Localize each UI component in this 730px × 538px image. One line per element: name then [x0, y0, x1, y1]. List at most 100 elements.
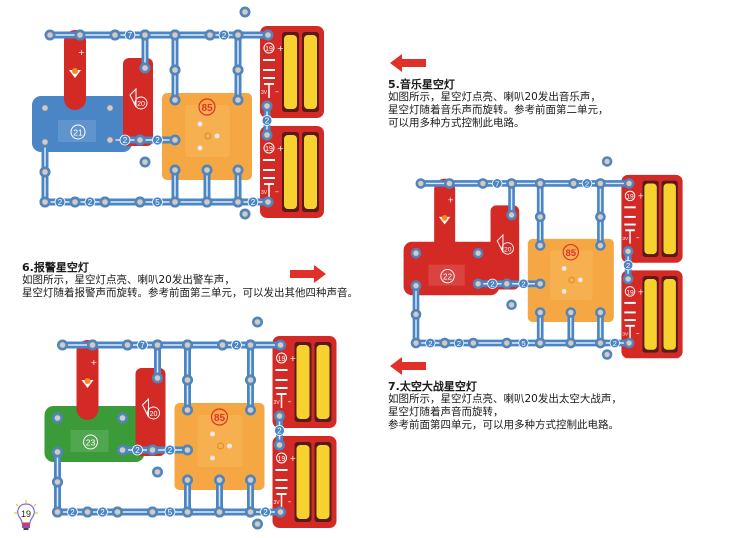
wire-label-badge — [260, 506, 271, 518]
wire-label-badge — [84, 196, 96, 208]
battery-label: 19 — [265, 146, 273, 153]
battery-cell — [296, 445, 310, 519]
battery-cell — [663, 279, 676, 350]
plus-sign: + — [290, 354, 297, 363]
wire-label: 2 — [626, 261, 630, 270]
wire-label: 2 — [490, 280, 494, 289]
battery-cell — [284, 35, 297, 109]
plus-sign: + — [277, 144, 284, 153]
wire-label: 7 — [495, 179, 499, 188]
minus-sign: – — [636, 328, 640, 337]
speaker-label: 20 — [137, 101, 145, 108]
wire-label-badge — [247, 196, 259, 208]
battery-cell — [316, 345, 330, 419]
wire-label-badge — [274, 425, 285, 436]
motor-hole — [561, 266, 567, 271]
wire-label-badge — [164, 444, 176, 456]
wire-label-badge — [518, 278, 529, 289]
wire-label: 7 — [140, 341, 145, 350]
wire-label: 2 — [277, 427, 282, 436]
speaker-part — [135, 368, 166, 456]
wire-label-badge — [152, 134, 163, 146]
minus-sign: – — [288, 397, 292, 406]
wire-label-badge — [97, 506, 108, 518]
section-5-title: 5.音乐星空灯 — [388, 78, 455, 91]
wire-label: 2 — [585, 179, 589, 188]
battery-cell — [304, 35, 317, 109]
speaker-label: 20 — [150, 411, 158, 418]
wire-label: 2 — [70, 508, 75, 517]
speaker-icon — [129, 87, 137, 108]
wire-label-badge — [137, 339, 148, 351]
battery-cell — [316, 445, 330, 519]
battery-label: 19 — [626, 194, 634, 201]
section-7-title: 7.太空大战星空灯 — [388, 380, 477, 393]
wire-label-badge — [67, 506, 78, 518]
voltage-label: 3V — [274, 500, 281, 506]
section-6-line-1: 如图所示，星空灯点亮、喇叭20发出警车声， — [22, 274, 235, 286]
wire-label: 2 — [265, 117, 270, 126]
section-5-text: 5.音乐星空灯 如图所示，星空灯点亮、喇叭20发出音乐声， 星空灯随着音乐声而旋… — [388, 78, 609, 130]
wire-label-badge — [518, 337, 529, 349]
wire-label: 2 — [613, 339, 617, 348]
battery-label: 19 — [278, 356, 286, 363]
wire-label-badge — [231, 339, 242, 351]
section-7-text: 7.太空大战星空灯 如图所示，星空灯点亮、喇叭20发出太空大战声， 星空灯随着声… — [388, 380, 622, 432]
wire-label: 2 — [251, 198, 256, 207]
minus-sign: – — [275, 187, 279, 196]
wire-label-badge — [132, 444, 143, 456]
battery-cell — [663, 183, 676, 255]
wire-label: 2 — [58, 198, 63, 207]
wire-label: 2 — [135, 446, 140, 455]
wire-label-badge — [609, 337, 620, 349]
battery-label: 19 — [265, 46, 273, 53]
wire-label-badge — [119, 134, 131, 146]
wire-label: 2 — [88, 198, 93, 207]
wire-label-badge — [164, 506, 176, 518]
speaker-part — [123, 58, 153, 146]
wire-label: 2 — [234, 341, 239, 350]
wire-label-badge — [453, 337, 465, 349]
minus-sign: – — [275, 87, 279, 96]
wire-label-badge — [492, 178, 503, 189]
wire-label: 2 — [457, 339, 461, 348]
page-number-lightbulb-icon: 19 — [14, 500, 38, 530]
wire-label: 2 — [222, 31, 227, 40]
wire-label: 2 — [100, 508, 105, 517]
wire-label-badge — [487, 278, 498, 289]
battery-label: 19 — [278, 456, 286, 463]
voltage-label: 3V — [622, 236, 629, 242]
wire-label-badge — [218, 29, 230, 41]
section-7-line-1: 如图所示，星空灯点亮、喇叭20发出太空大战声， — [388, 393, 622, 405]
motor-label: 85 — [565, 248, 576, 259]
motor-hole — [214, 133, 220, 139]
section-5-line-3: 可以用多种方式控制此电路。 — [388, 117, 525, 129]
voltage-label: 3V — [261, 190, 268, 196]
battery-cell — [644, 279, 657, 350]
plus-sign: + — [638, 192, 644, 201]
svg-text:+: + — [78, 48, 85, 57]
svg-text:+: + — [91, 358, 98, 367]
module-label: 21 — [73, 128, 83, 138]
wire-label-badge — [152, 196, 163, 208]
section-6-title: 6.报警星空灯 — [22, 261, 89, 274]
section-7-line-3: 参考前面第四单元，可以用多种方式控制此电路。 — [388, 419, 619, 431]
wire-label-badge — [54, 196, 66, 208]
motor-label: 85 — [214, 413, 226, 424]
section-6-text: 6.报警星空灯 如图所示，星空灯点亮、喇叭20发出警车声， 星空灯随着报警声而旋… — [22, 261, 358, 300]
wire-label: 2 — [263, 508, 268, 517]
wire-label-badge — [261, 115, 273, 126]
speaker-icon — [496, 233, 504, 253]
motor-hole — [561, 289, 567, 294]
voltage-label: 3V — [274, 400, 281, 406]
plus-sign: + — [290, 454, 297, 463]
motor-hole — [210, 431, 215, 437]
motor-hole — [197, 145, 203, 151]
section-5-line-1: 如图所示，星空灯点亮、喇叭20发出音乐声， — [388, 91, 601, 103]
